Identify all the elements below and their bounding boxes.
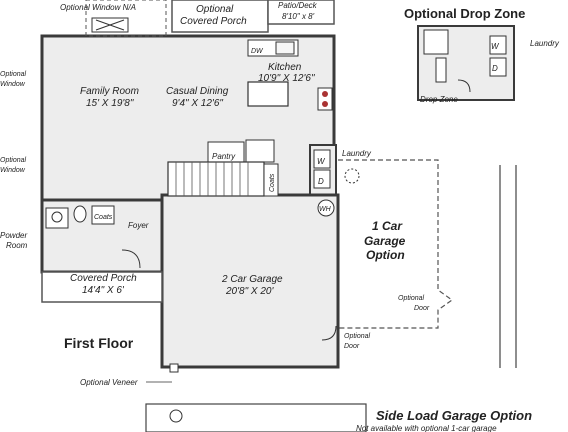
veneer-marker xyxy=(169,363,179,373)
toilet xyxy=(73,205,87,223)
drop-zone-washer xyxy=(489,35,507,55)
label-optional-window-mid-1: Optional xyxy=(0,157,27,164)
side-load-option xyxy=(145,165,517,432)
label-optional-door-right-2: Door xyxy=(414,305,430,312)
kitchen-island xyxy=(247,81,289,107)
label-optional-window-top-1: Optional xyxy=(0,71,27,78)
label-side-load-note: Not available with optional 1-car garage xyxy=(356,424,497,432)
drop-zone-dryer xyxy=(489,57,507,77)
drop-zone-inset xyxy=(417,25,515,101)
label-optional-covered-porch-2: Covered Porch xyxy=(180,16,247,27)
kitchen-details xyxy=(207,39,333,163)
label-drop-zone: Drop Zone xyxy=(420,95,458,104)
label-covered-porch-1: Covered Porch xyxy=(70,273,137,284)
label-laundry-main: Laundry xyxy=(342,149,372,158)
label-coats-powder: Coats xyxy=(94,214,113,221)
label-casual-dining-1: Casual Dining xyxy=(166,86,229,97)
label-optional-veneer: Optional Veneer xyxy=(80,378,138,387)
window-diag xyxy=(95,19,125,31)
label-dw: DW xyxy=(251,48,264,55)
label-patio-deck-2: 8'10" x 8' xyxy=(282,12,315,21)
water-heater xyxy=(317,199,335,217)
garage-1car-option xyxy=(338,159,454,329)
label-w: W xyxy=(317,157,326,166)
label-coats-stair: Coats xyxy=(269,173,276,192)
label-garage-1car-2: Garage xyxy=(364,234,406,248)
label-kitchen-2: 10'9" X 12'6" xyxy=(258,73,315,84)
dryer-box xyxy=(313,169,331,189)
label-d: D xyxy=(318,177,324,186)
powder-coats-closet xyxy=(91,205,115,225)
label-optional-window-top-2: Window xyxy=(0,81,26,88)
label-side-load-title: Side Load Garage Option xyxy=(376,408,532,423)
sink-circle xyxy=(51,211,63,223)
fridge xyxy=(245,139,275,163)
laundry-appliances xyxy=(313,149,335,217)
label-optional-drop-zone: Optional Drop Zone xyxy=(404,6,525,21)
stairs xyxy=(167,161,279,197)
garage-1car-outline xyxy=(338,159,454,329)
garage-door-swing xyxy=(321,325,337,341)
patio-deck-outline xyxy=(267,0,335,25)
washer-box xyxy=(313,149,331,169)
label-covered-porch-2: 14'4" X 6' xyxy=(82,285,125,296)
top-additions xyxy=(85,0,335,37)
coats-closet xyxy=(263,163,279,197)
label-casual-dining-2: 9'4" X 12'6" xyxy=(172,98,223,109)
label-family-room-2: 15' X 19'8" xyxy=(86,98,134,109)
side-load-wh xyxy=(169,409,183,423)
drop-zone-cabinet xyxy=(423,29,449,55)
label-optional-door-right-1: Optional xyxy=(398,295,425,302)
front-door-swing xyxy=(121,249,141,269)
label-drop-w: W xyxy=(491,42,500,51)
label-patio-deck-1: Patio/Deck xyxy=(278,1,318,10)
label-wh: WH xyxy=(319,206,332,213)
label-optional-covered-porch-1: Optional xyxy=(196,4,234,15)
powder-fixtures xyxy=(45,205,141,269)
label-kitchen-1: Kitchen xyxy=(268,62,302,73)
label-garage-1car-3: Option xyxy=(366,248,405,262)
label-garage-1car-1: 1 Car xyxy=(372,219,403,233)
burner xyxy=(322,91,328,97)
garage-1car-wh xyxy=(344,168,360,184)
burner xyxy=(322,101,328,107)
label-optional-door-bottom-2: Door xyxy=(344,343,360,350)
label-garage-2car-1: 2 Car Garage xyxy=(221,274,283,285)
covered-porch xyxy=(41,271,163,303)
label-powder-room-2: Room xyxy=(6,241,28,250)
label-pantry: Pantry xyxy=(212,152,236,161)
label-powder-room-1: Powder xyxy=(0,231,27,240)
optional-window-outline xyxy=(85,0,167,37)
kitchen-sink xyxy=(275,41,295,55)
drop-zone-door-swing xyxy=(457,79,471,93)
label-family-room-1: Family Room xyxy=(80,86,139,97)
label-drop-d: D xyxy=(492,64,498,73)
label-drop-laundry: Laundry xyxy=(530,39,560,48)
range xyxy=(317,87,333,111)
label-optional-window-mid-2: Window xyxy=(0,167,26,174)
drop-zone-bench xyxy=(435,57,447,83)
side-load-bottom xyxy=(145,403,367,432)
label-optional-door-bottom-1: Optional xyxy=(344,333,371,340)
label-foyer: Foyer xyxy=(128,221,149,230)
label-garage-2car-2: 20'8" X 20' xyxy=(225,286,274,297)
label-first-floor: First Floor xyxy=(64,335,134,351)
label-optional-window-na: Optional Window N/A xyxy=(60,3,136,12)
